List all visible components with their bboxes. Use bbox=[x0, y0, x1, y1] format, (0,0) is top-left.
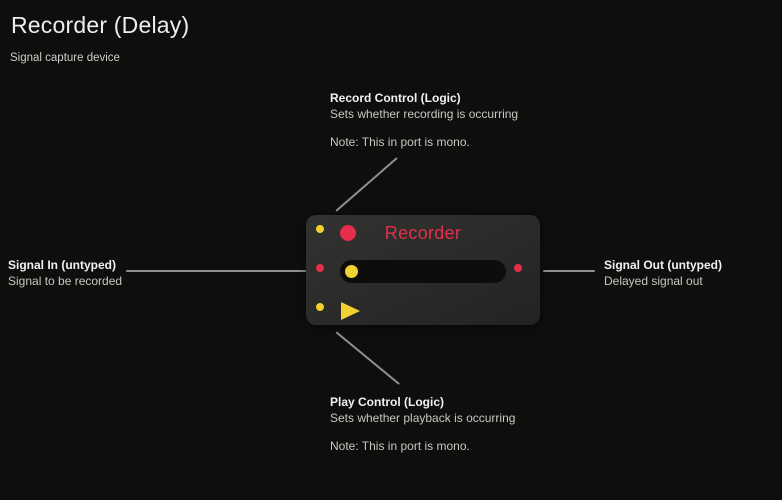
page-subtitle: Signal capture device bbox=[10, 52, 120, 64]
signal-in-description: Signal to be recorded bbox=[8, 274, 123, 288]
record-control-port-icon[interactable] bbox=[316, 225, 324, 233]
record-control-label: Record Control (Logic) Sets whether reco… bbox=[330, 90, 518, 150]
signal-out-description: Delayed signal out bbox=[604, 274, 703, 288]
signal-in-port-icon[interactable] bbox=[316, 264, 324, 272]
signal-in-label: Signal In (untyped) Signal to be recorde… bbox=[8, 257, 122, 289]
play-control-description: Sets whether playback is occurring bbox=[330, 411, 516, 425]
record-button-icon[interactable] bbox=[340, 225, 356, 241]
play-button-icon[interactable] bbox=[341, 302, 360, 320]
node-title: Recorder bbox=[384, 223, 462, 243]
connector-record-control bbox=[335, 157, 398, 212]
play-control-note: Note: This in port is mono. bbox=[330, 439, 470, 453]
play-control-label: Play Control (Logic) Sets whether playba… bbox=[330, 394, 515, 454]
recorder-node[interactable]: Recorder bbox=[306, 215, 540, 325]
signal-out-heading: Signal Out (untyped) bbox=[604, 258, 722, 272]
record-control-note: Note: This in port is mono. bbox=[330, 135, 470, 149]
connector-play-control bbox=[335, 331, 400, 385]
signal-out-port-icon[interactable] bbox=[514, 264, 522, 272]
signal-out-label: Signal Out (untyped) Delayed signal out bbox=[604, 257, 722, 289]
signal-in-heading: Signal In (untyped) bbox=[8, 258, 116, 272]
playhead-dot-icon bbox=[345, 265, 358, 278]
page-title: Recorder (Delay) bbox=[11, 12, 190, 38]
buffer-track[interactable] bbox=[340, 260, 506, 283]
record-control-heading: Record Control (Logic) bbox=[330, 91, 461, 105]
play-control-heading: Play Control (Logic) bbox=[330, 395, 444, 409]
play-control-port-icon[interactable] bbox=[316, 303, 324, 311]
connector-signal-out bbox=[543, 270, 595, 272]
record-control-description: Sets whether recording is occurring bbox=[330, 107, 519, 121]
connector-signal-in bbox=[126, 270, 307, 272]
